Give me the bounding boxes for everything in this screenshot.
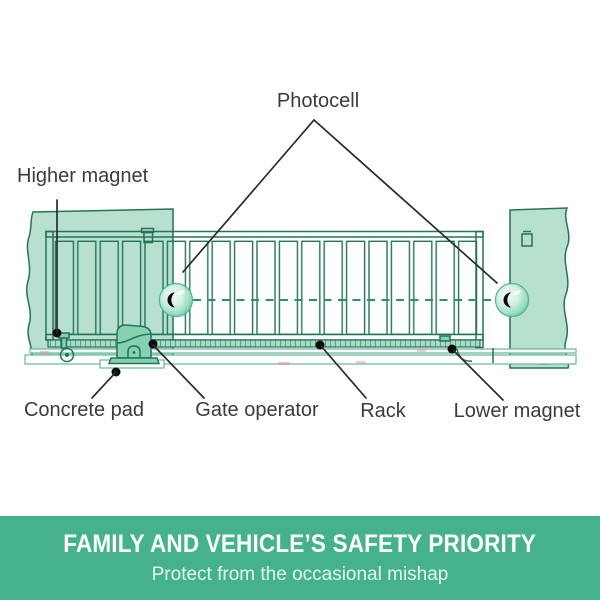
- lower-magnet-label: Lower magnet: [453, 400, 581, 422]
- gate-diagram: Photocell Higher magnet Concrete pad Gat…: [17, 90, 581, 422]
- sliding-gate: [45, 227, 484, 349]
- rack-label: Rack: [360, 400, 406, 422]
- photocell-label: Photocell: [276, 90, 360, 112]
- gate-operator-graphic: [107, 324, 161, 365]
- post-keypad-icon: [521, 233, 533, 247]
- gate-operator-label: Gate operator: [195, 399, 319, 421]
- gate-top-bracket: [140, 227, 155, 244]
- gate-balusters: [53, 240, 478, 335]
- rack-leader-line: [320, 345, 367, 399]
- photocell-leader-line: [182, 118, 498, 284]
- gate-diagram-drawing: [24, 118, 577, 401]
- concrete-pad-leader-line: [91, 371, 117, 399]
- lower-magnet-leader-line: [452, 349, 504, 401]
- safety-banner: FAMILY AND VEHICLE’S SAFETY PRIORITY Pro…: [0, 516, 600, 600]
- banner-title: FAMILY AND VEHICLE’S SAFETY PRIORITY: [63, 530, 537, 558]
- callout-leader-lines: [56, 118, 504, 401]
- banner-subtitle: Protect from the occasional mishap: [151, 564, 449, 585]
- photocell-right-graphic: [494, 282, 530, 318]
- higher-magnet-label: Higher magnet: [17, 165, 149, 187]
- photocell-left-graphic: [158, 282, 194, 318]
- rack-graphic: [47, 339, 481, 348]
- gate-operator-leader-line: [152, 344, 205, 399]
- concrete-pad-label: Concrete pad: [23, 399, 145, 421]
- ground-track: [24, 348, 577, 365]
